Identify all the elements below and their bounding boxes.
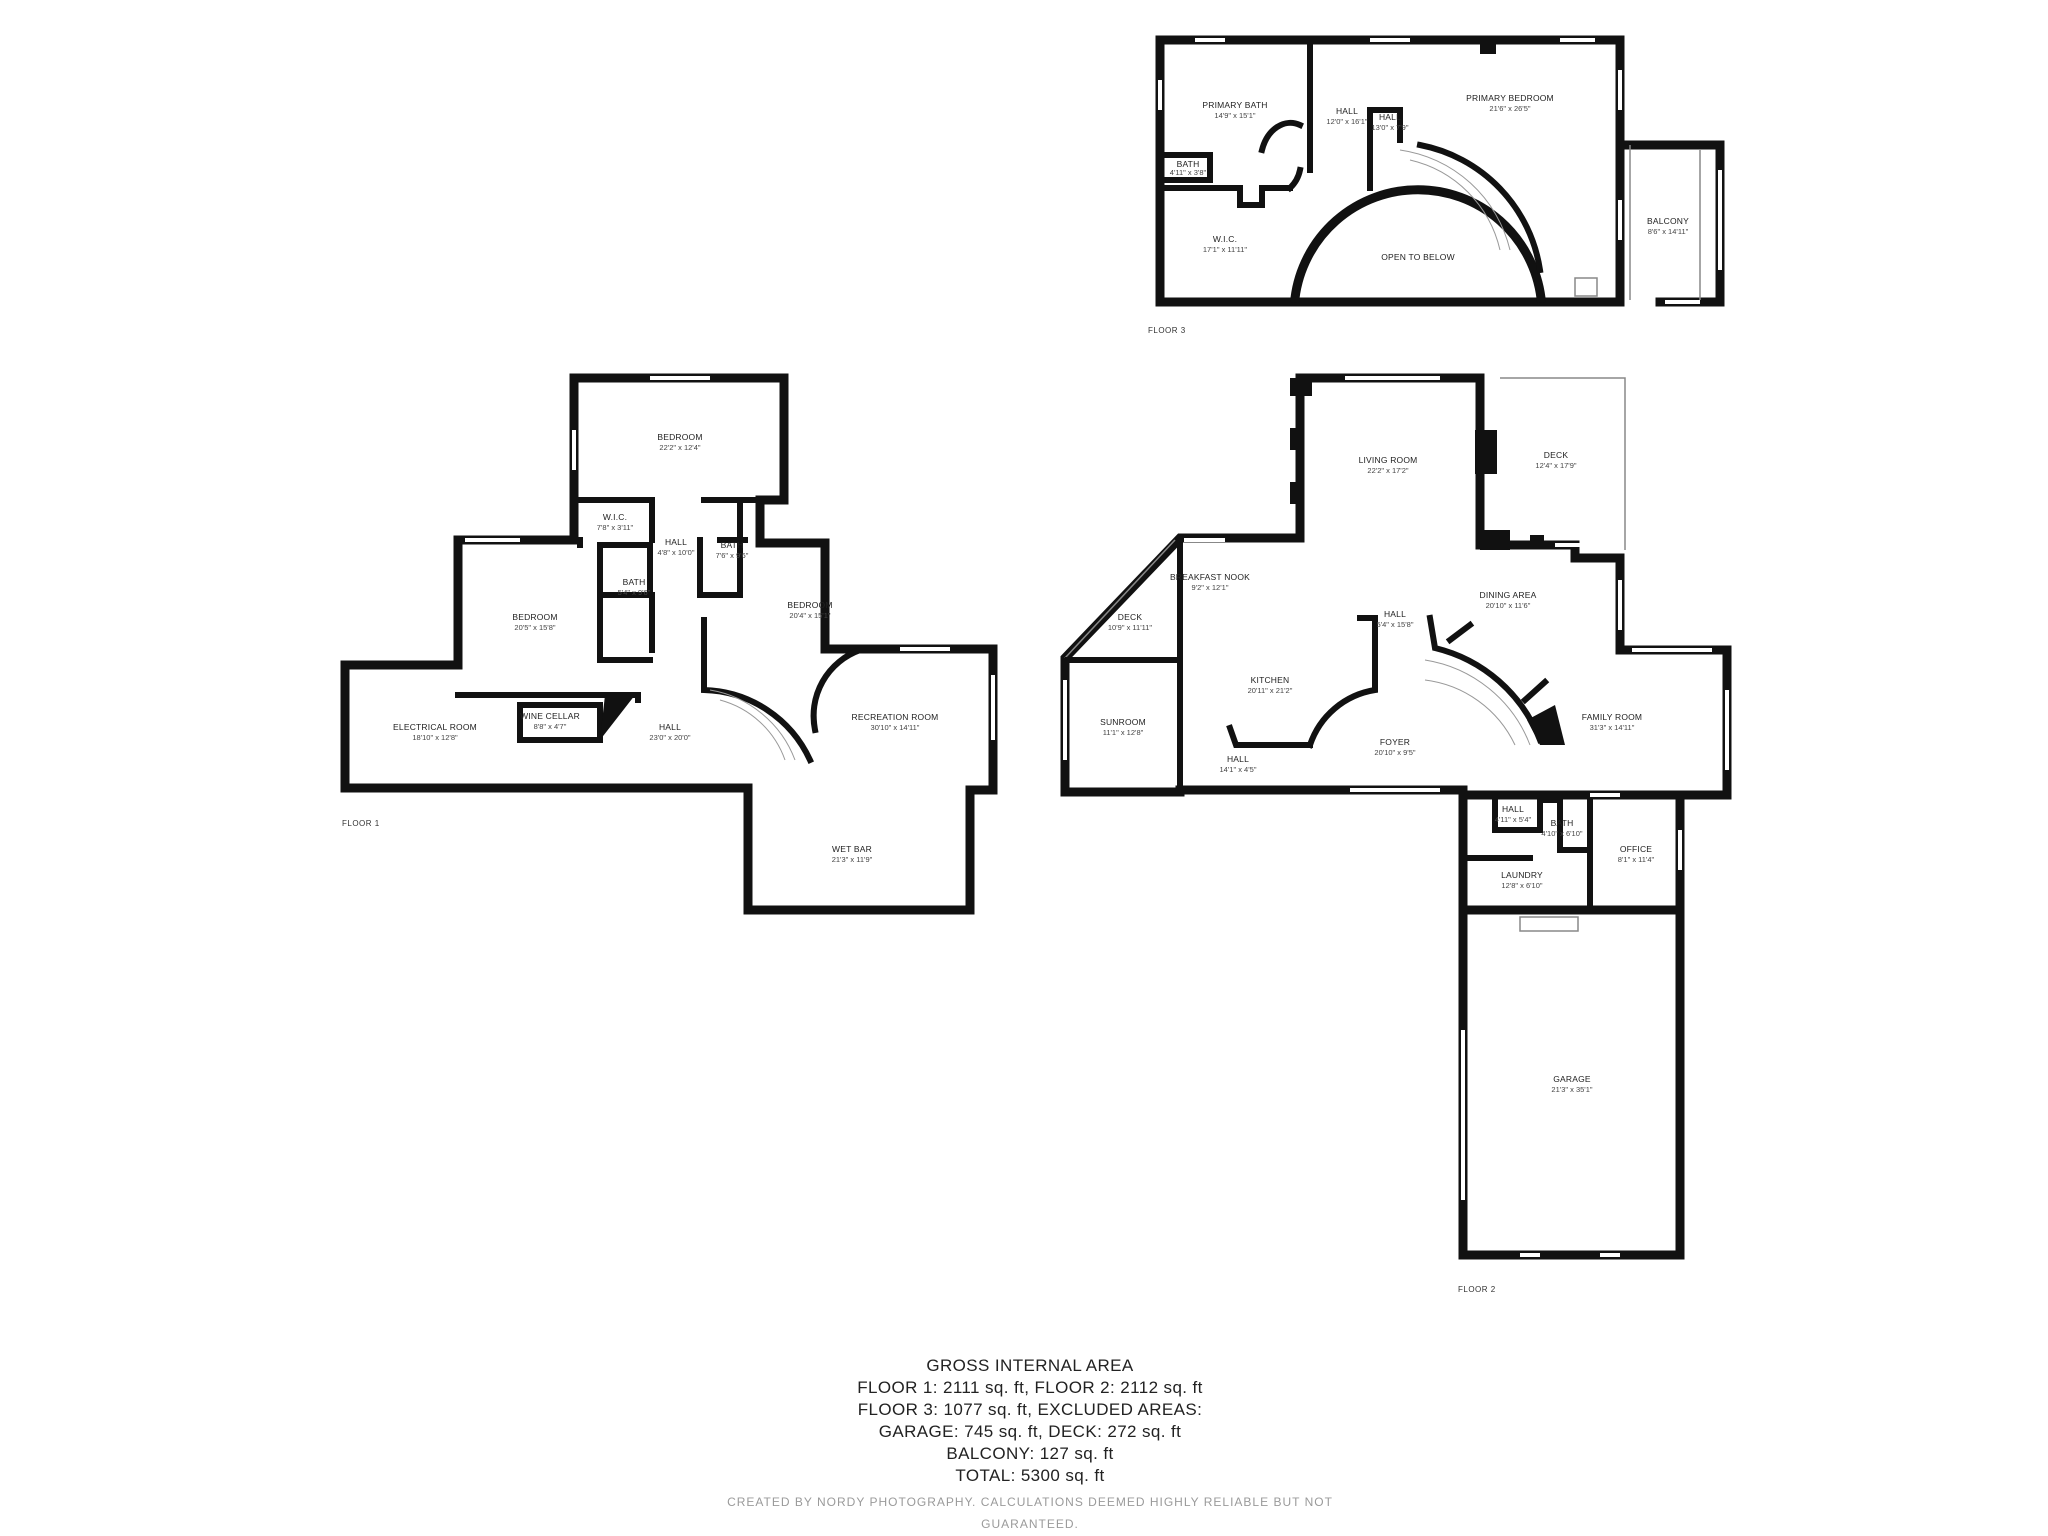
f2-room-dims: 20'11" x 21'2" — [1248, 686, 1293, 695]
f1-room-name: HALL — [659, 722, 681, 732]
f1-room-name: WINE CELLAR — [520, 711, 580, 721]
summary-line: BALCONY: 127 sq. ft — [946, 1444, 1114, 1463]
f2-room-dims: 31'3" x 14'11" — [1590, 723, 1635, 732]
f1-room-name: BEDROOM — [657, 432, 702, 442]
f1-room-dims: 21'3" x 11'9" — [832, 855, 873, 864]
f2-room-dims: 14'1" x 4'5" — [1220, 765, 1257, 774]
f1-room-dims: 30'10" x 14'11" — [871, 723, 920, 732]
summary-line: TOTAL: 5300 sq. ft — [955, 1466, 1105, 1485]
f3-room-name: PRIMARY BEDROOM — [1466, 93, 1554, 103]
f1-room-dims: 23'0" x 20'0" — [649, 733, 690, 742]
f3-room-name: BATH — [1177, 159, 1200, 169]
f2-room-dims: 12'4" x 17'9" — [1535, 461, 1576, 470]
f1-room-name: BATH — [721, 540, 744, 550]
f2-room-dims: 4'11" x 5'4" — [1495, 815, 1532, 824]
f2-room-dims: 11'1" x 12'8" — [1103, 728, 1144, 737]
f1-room-dims: 4'8" x 10'0" — [658, 548, 695, 557]
f1-room-dims: 18'10" x 12'8" — [412, 733, 458, 742]
f2-room-name: LAUNDRY — [1501, 870, 1543, 880]
f1-room-name: HALL — [665, 537, 687, 547]
f2-room-name: SUNROOM — [1100, 717, 1146, 727]
f1-room-name: RECREATION ROOM — [852, 712, 939, 722]
f1-room-dims: 22'2" x 12'4" — [659, 443, 700, 452]
f2-room-name: KITCHEN — [1251, 675, 1290, 685]
f3-room-dims: 17'1" x 11'11" — [1203, 245, 1248, 254]
floor2-plan: LIVING ROOM 22'2" x 17'2" DECK 12'4" x 1… — [1060, 373, 1732, 1294]
f1-room-dims: 7'8" x 3'11" — [597, 523, 634, 532]
f1-room-name: W.I.C. — [603, 512, 627, 522]
f3-room-dims: 14'9" x 15'1" — [1214, 111, 1255, 120]
f3-room-dims: 13'0" x 7'9" — [1372, 123, 1409, 132]
floor2-label: FLOOR 2 — [1458, 1285, 1496, 1294]
credit-line: CREATED BY NORDY PHOTOGRAPHY. CALCULATIO… — [727, 1495, 1333, 1531]
summary-line: FLOOR 3: 1077 sq. ft, EXCLUDED AREAS: — [857, 1400, 1203, 1419]
f2-room-dims: 4'10" x 6'10" — [1541, 829, 1582, 838]
f2-room-name: OFFICE — [1620, 844, 1652, 854]
summary-line: GARAGE: 745 sq. ft, DECK: 272 sq. ft — [878, 1422, 1182, 1441]
f2-room-name: DECK — [1118, 612, 1143, 622]
f1-room-dims: 7'6" x 9'6" — [716, 551, 749, 560]
f2-room-name: LIVING ROOM — [1359, 455, 1418, 465]
area-summary: GROSS INTERNAL AREA FLOOR 1: 2111 sq. ft… — [700, 1355, 1360, 1535]
f2-room-name: DECK — [1544, 450, 1569, 460]
f3-room-name: HALL — [1379, 112, 1401, 122]
f2-room-name: HALL — [1384, 609, 1406, 619]
f1-room-dims: 20'5" x 15'8" — [514, 623, 555, 632]
summary-line: FLOOR 1: 2111 sq. ft, FLOOR 2: 2112 sq. … — [857, 1378, 1203, 1397]
f2-room-dims: 20'10" x 11'6" — [1486, 601, 1531, 610]
f2-room-dims: 21'3" x 35'1" — [1551, 1085, 1592, 1094]
f3-room-name: HALL — [1336, 106, 1358, 116]
f2-room-dims: 8'1" x 11'4" — [1618, 855, 1655, 864]
f2-room-name: DINING AREA — [1480, 590, 1537, 600]
f1-room-name: WET BAR — [832, 844, 872, 854]
f3-room-dims: 4'11" x 3'8" — [1170, 168, 1207, 177]
floor3-label: FLOOR 3 — [1148, 326, 1186, 335]
f1-room-name: ELECTRICAL ROOM — [393, 722, 477, 732]
f2-room-dims: 5'4" x 15'8" — [1377, 620, 1414, 629]
f2-room-dims: 10'9" x 11'11" — [1108, 623, 1153, 632]
f2-room-name: FAMILY ROOM — [1582, 712, 1642, 722]
f2-room-name: BREAKFAST NOOK — [1170, 572, 1250, 582]
floor3-plan: PRIMARY BATH 14'9" x 15'1" HALL 12'0" x … — [1148, 35, 1725, 335]
f1-room-name: BEDROOM — [512, 612, 557, 622]
f1-room-dims: 8'8" x 4'7" — [534, 722, 567, 731]
f1-room-name: BEDROOM — [787, 600, 832, 610]
summary-heading: GROSS INTERNAL AREA — [926, 1356, 1134, 1375]
floor1-plan: BEDROOM 22'2" x 12'4" W.I.C. 7'8" x 3'11… — [340, 373, 998, 915]
f2-room-name: HALL — [1502, 804, 1524, 814]
f2-room-name: FOYER — [1380, 737, 1410, 747]
f3-room-name: W.I.C. — [1213, 234, 1237, 244]
f3-room-name: PRIMARY BATH — [1202, 100, 1267, 110]
f3-room-dims: 21'6" x 26'5" — [1489, 104, 1530, 113]
floor1-label: FLOOR 1 — [342, 819, 380, 828]
f2-room-name: HALL — [1227, 754, 1249, 764]
f2-room-dims: 22'2" x 17'2" — [1367, 466, 1408, 475]
f2-room-name: BATH — [1551, 818, 1574, 828]
f2-room-dims: 12'8" x 6'10" — [1501, 881, 1542, 890]
f3-room-name: OPEN TO BELOW — [1381, 252, 1455, 262]
f2-room-dims: 9'2" x 12'1" — [1192, 583, 1229, 592]
f1-room-dims: 5'4" x 9'6" — [618, 588, 651, 597]
f2-room-name: GARAGE — [1553, 1074, 1591, 1084]
f1-room-dims: 20'4" x 15'1" — [789, 611, 830, 620]
f3-room-dims: 12'0" x 16'1" — [1326, 117, 1367, 126]
f1-room-name: BATH — [623, 577, 646, 587]
f3-room-name: BALCONY — [1647, 216, 1689, 226]
f3-room-dims: 8'6" x 14'11" — [1648, 227, 1689, 236]
f2-room-dims: 20'10" x 9'5" — [1374, 748, 1415, 757]
